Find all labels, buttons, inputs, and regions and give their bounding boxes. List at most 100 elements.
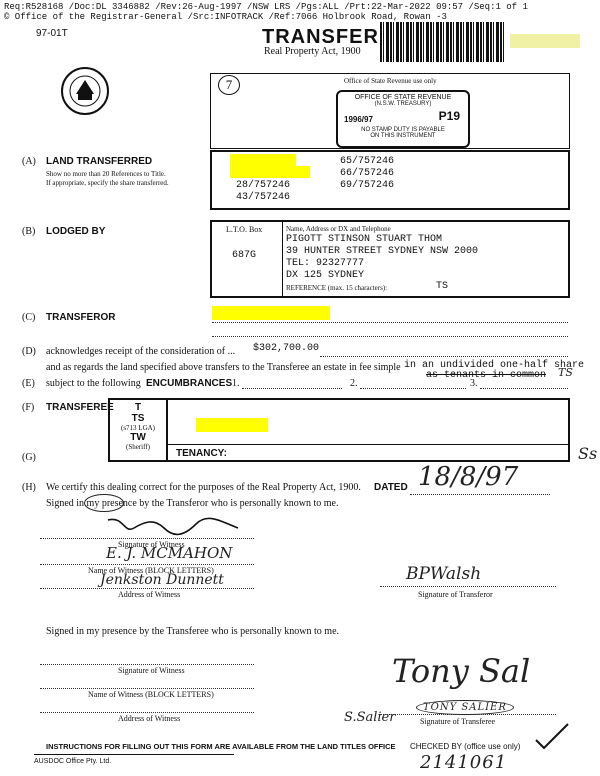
redaction — [230, 154, 296, 166]
stamp-line-1: OFFICE OF STATE REVENUE — [354, 94, 452, 101]
certify-text: We certify this dealing correct for the … — [46, 482, 361, 493]
circled-number: 7 — [218, 75, 240, 95]
transferee-name: TONY SALIER — [416, 700, 514, 715]
divider — [166, 400, 168, 460]
form-act: Real Property Act, 1900 — [264, 46, 361, 57]
reference-label: REFERENCE (max. 15 characters): — [286, 284, 388, 292]
section-b-letter: (B) — [22, 226, 36, 237]
handwritten-initials: TS — [558, 366, 573, 379]
dotted-line — [40, 564, 254, 565]
transferee-extra-signature: S.Salier — [344, 710, 396, 725]
land-ref: 66/757246 — [340, 168, 395, 179]
witness-signature — [107, 517, 239, 536]
stamp-line-3: NO STAMP DUTY IS PAYABLE — [361, 127, 445, 133]
land-ref: 65/757246 — [340, 156, 395, 167]
header-line-2: © Office of the Registrar-General /Src:I… — [4, 12, 447, 22]
lodger-line: DX 125 SYDNEY — [286, 270, 365, 281]
consideration-text: acknowledges receipt of the consideratio… — [46, 346, 236, 357]
address-witness-label: Address of Witness — [118, 590, 181, 599]
dotted-line — [40, 538, 254, 539]
transfer-text: and as regards the land specified above … — [46, 362, 401, 373]
encumbrances-title: ENCUMBRANCES — [146, 378, 233, 389]
section-h-letter: (H) — [22, 482, 36, 493]
witness-address: Jenkston Dunnett — [100, 572, 224, 588]
sig-witness-label: Signature of Witness — [118, 540, 185, 549]
stamp-year: 1996/97 — [344, 115, 373, 124]
dotted-line — [40, 664, 254, 665]
form-title: TRANSFER — [262, 26, 379, 48]
dotted-line — [410, 494, 550, 495]
crest-seal-icon — [60, 66, 110, 116]
stamp-line-2: (N.S.W. TREASURY) — [374, 101, 432, 107]
transferee-codes: T TS (s713 LGA) TW (Sheriff) — [108, 398, 168, 462]
margin-mark: Ss — [578, 444, 598, 463]
code-tw-sub: (Sheriff) — [126, 443, 150, 451]
reference-value: TS — [436, 281, 449, 292]
land-ref: 69/757246 — [340, 180, 395, 191]
section-a-note-2: If appropriate, specify the share transf… — [46, 179, 169, 187]
barcode — [380, 22, 506, 62]
handwritten-circle — [84, 494, 124, 512]
name-witness-label: Name of Witness (BLOCK LETTERS) — [88, 566, 214, 575]
lto-box-label: L.T.O. Box — [226, 225, 263, 234]
section-e-letter: (E) — [22, 378, 35, 389]
divider — [34, 754, 234, 755]
signed-transferee-text: Signed in my presence by the Transferee … — [46, 626, 340, 637]
section-g-letter: (G) — [22, 452, 36, 463]
address-witness-label-2: Address of Witness — [118, 714, 181, 723]
divider — [282, 222, 283, 296]
dated-label: DATED — [374, 482, 408, 493]
section-a-title: LAND TRANSFERRED — [46, 156, 153, 167]
section-c-title: TRANSFEROR — [46, 312, 116, 323]
redaction — [196, 418, 268, 432]
encumbrance-1: 1. — [232, 378, 240, 389]
code-ts: TS — [131, 413, 145, 424]
section-d-letter: (D) — [22, 346, 36, 357]
header-line-1: Req:R528168 /Doc:DL 3346882 /Rev:26-Aug-… — [4, 2, 528, 12]
divider — [168, 444, 568, 445]
dotted-line — [360, 388, 466, 389]
lto-box-value: 687G — [232, 250, 257, 261]
name-witness-label-2: Name of Witness (BLOCK LETTERS) — [88, 690, 214, 699]
code-tw: TW — [130, 432, 146, 443]
consideration-amount: $302,700.00 — [253, 343, 320, 354]
redaction — [230, 166, 310, 178]
publisher-text: AUSDOC Office Pty. Ltd. — [34, 758, 112, 765]
dotted-line — [212, 322, 568, 323]
land-ref: 28/757246 — [236, 180, 291, 191]
sig-transferor-label: Signature of Transferor — [418, 590, 493, 599]
dotted-line — [380, 714, 556, 715]
barcode-number-redacted — [510, 34, 580, 48]
dotted-line — [40, 588, 254, 589]
land-refs-box — [210, 150, 570, 210]
section-f-title: TRANSFEREE — [46, 402, 114, 413]
lodger-line: 39 HUNTER STREET SYDNEY NSW 2000 — [286, 246, 479, 257]
share-text: in an undivided one-half share — [404, 360, 585, 371]
stamp-line-4: ON THIS INSTRUMENT — [370, 133, 436, 139]
dotted-line — [242, 388, 342, 389]
dotted-line — [40, 688, 254, 689]
checked-by-label: CHECKED BY (office use only) — [410, 742, 521, 751]
check-mark-icon — [535, 723, 569, 750]
code-t: T — [134, 402, 142, 413]
dotted-line — [40, 712, 254, 713]
stamp-code: P19 — [438, 109, 460, 123]
transferee-box — [108, 398, 570, 462]
lodger-line: TEL: 92327777 — [286, 258, 365, 269]
dotted-line — [212, 336, 568, 337]
lodger-details-label: Name, Address or DX and Telephone — [286, 225, 391, 233]
lodger-line: PIGOTT STINSON STUART THOM — [286, 234, 443, 245]
section-f-letter: (F) — [22, 402, 35, 413]
signed-transferor-text: Signed in my presence by the Transferor … — [46, 498, 339, 509]
struck-text: as tenants in common — [426, 370, 547, 381]
land-ref: 43/757246 — [236, 192, 291, 203]
revenue-caption: Office of State Revenue use only — [344, 77, 437, 85]
subject-text: subject to the following — [46, 378, 141, 389]
form-code: 97-01T — [36, 28, 68, 39]
revenue-box — [210, 73, 570, 149]
dotted-line — [480, 388, 568, 389]
sig-witness-label-2: Signature of Witness — [118, 666, 185, 675]
instructions-text: INSTRUCTIONS FOR FILLING OUT THIS FORM A… — [46, 742, 396, 751]
handwritten-number: 2141061 — [420, 752, 508, 773]
section-b-title: LODGED BY — [46, 226, 106, 237]
